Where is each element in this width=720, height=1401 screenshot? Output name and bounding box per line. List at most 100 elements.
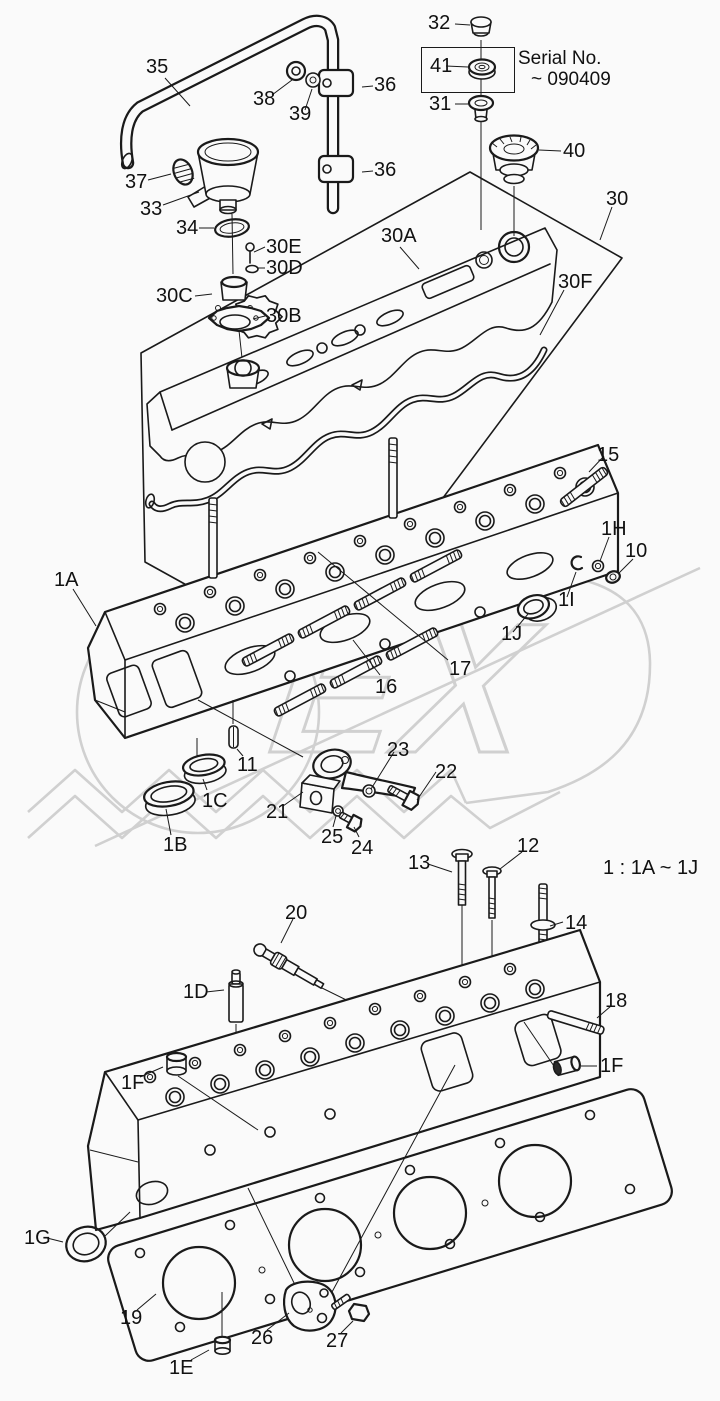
breather-pipe-art <box>119 14 355 238</box>
washer-30D <box>245 264 259 274</box>
cover-gasket-art <box>144 346 548 513</box>
exhaust-port <box>514 1013 562 1067</box>
gasket-30B <box>207 304 271 333</box>
cup-plug-1J <box>516 594 558 622</box>
seal-1g-art <box>65 1211 131 1263</box>
breather-cup-33 <box>187 137 260 215</box>
serial-number-box <box>421 47 515 93</box>
callout-40: 40 <box>563 140 586 162</box>
callout-30b: 30B <box>266 305 302 327</box>
leader-lines <box>46 23 634 1361</box>
callout-30: 30 <box>606 188 629 210</box>
callout-22: 22 <box>435 761 458 783</box>
below-head-parts <box>143 699 304 817</box>
plate-26-art <box>213 1064 456 1356</box>
valve-cover-art <box>146 227 558 483</box>
bolt-24 <box>338 811 363 833</box>
callout-1a: 1A <box>54 569 79 591</box>
plug-1H <box>591 559 605 573</box>
callout-32: 32 <box>428 12 451 34</box>
oil-filler-port <box>497 230 531 264</box>
callout-16: 16 <box>375 676 398 698</box>
bracket-21-art <box>299 748 420 833</box>
callout-10: 10 <box>625 540 648 562</box>
callout-1i: 1I <box>558 589 575 611</box>
exhaust-port <box>420 1032 474 1092</box>
washer-39 <box>305 72 321 88</box>
hose-clamp-37 <box>172 158 195 186</box>
plug-1I <box>570 555 584 571</box>
callout-14: 14 <box>565 912 588 934</box>
callout-15: 15 <box>597 444 620 466</box>
cylinder-head-lower-art <box>86 928 605 1232</box>
sleeve-1C <box>181 753 227 785</box>
breather-boss <box>225 359 261 389</box>
callout-1g: 1G <box>24 1227 51 1249</box>
cup-plug-1f-right <box>523 1021 582 1077</box>
callout-30a: 30A <box>381 225 417 247</box>
breather-small-parts <box>207 242 283 339</box>
cover-plugs-art <box>231 16 540 359</box>
callout-36-lower: 36 <box>374 159 397 181</box>
cup-plug-1e <box>213 1335 232 1356</box>
callout-30d: 30D <box>266 257 303 279</box>
callout-18: 18 <box>605 990 628 1012</box>
callout-35: 35 <box>146 56 169 78</box>
callout-41: 41 <box>430 55 453 77</box>
pipe-clamp-lower <box>317 154 355 184</box>
callout-23: 23 <box>387 739 410 761</box>
cover-pad <box>421 264 475 300</box>
callout-33: 33 <box>140 198 163 220</box>
callout-26: 26 <box>251 1327 274 1349</box>
grommet-31 <box>467 94 495 123</box>
head-stud-vertical-2 <box>388 437 398 519</box>
callout-31: 31 <box>429 93 452 115</box>
callout-30f: 30F <box>558 271 593 293</box>
callout-12: 12 <box>517 835 540 857</box>
callout-34: 34 <box>176 217 199 239</box>
grommet-port <box>475 251 493 269</box>
nut-38 <box>285 60 307 82</box>
oil-filler-cap-40 <box>488 134 540 185</box>
bolt-12 <box>482 866 502 919</box>
callout-1f-right: 1F <box>600 1055 624 1077</box>
dowel-11 <box>228 725 239 749</box>
callout-11: 11 <box>237 754 258 776</box>
washer-23 <box>362 784 376 798</box>
callout-1f-left: 1F <box>121 1072 145 1094</box>
callout-38: 38 <box>253 88 276 110</box>
callout-1j: 1J <box>501 623 523 645</box>
callout-13: 13 <box>408 852 431 874</box>
seal-bore <box>135 1180 169 1206</box>
cup-plug-1f-left <box>165 1051 259 1131</box>
callout-19: 19 <box>120 1307 143 1329</box>
serial-label: Serial No. <box>518 48 602 69</box>
callout-27: 27 <box>326 1330 349 1352</box>
stud-18 <box>546 1010 605 1035</box>
right-plugs-art <box>516 555 621 622</box>
scale-note: 1 : 1A ~ 1J <box>603 857 699 879</box>
callout-30e: 30E <box>266 236 302 258</box>
callout-20: 20 <box>285 902 308 924</box>
cap-32 <box>470 16 492 37</box>
bolt-13 <box>451 848 473 906</box>
head-gasket-art <box>107 1088 673 1362</box>
serial-range: ~ 090409 <box>531 69 611 90</box>
callout-21: 21 <box>266 801 289 823</box>
callout-25: 25 <box>321 826 344 848</box>
callout-30c: 30C <box>156 285 193 307</box>
bolt-30E <box>245 242 255 264</box>
callout-39: 39 <box>289 103 312 125</box>
callout-1b: 1B <box>163 834 188 856</box>
callout-1e: 1E <box>169 1357 194 1379</box>
cylinder-head-upper-art <box>86 437 620 740</box>
callout-24: 24 <box>351 837 374 859</box>
callout-1d: 1D <box>183 981 209 1003</box>
washer-41 <box>467 58 497 80</box>
bolt-27 <box>330 1293 371 1323</box>
callout-1c: 1C <box>202 790 228 812</box>
callout-17: 17 <box>449 658 472 680</box>
callout-36-upper: 36 <box>374 74 397 96</box>
